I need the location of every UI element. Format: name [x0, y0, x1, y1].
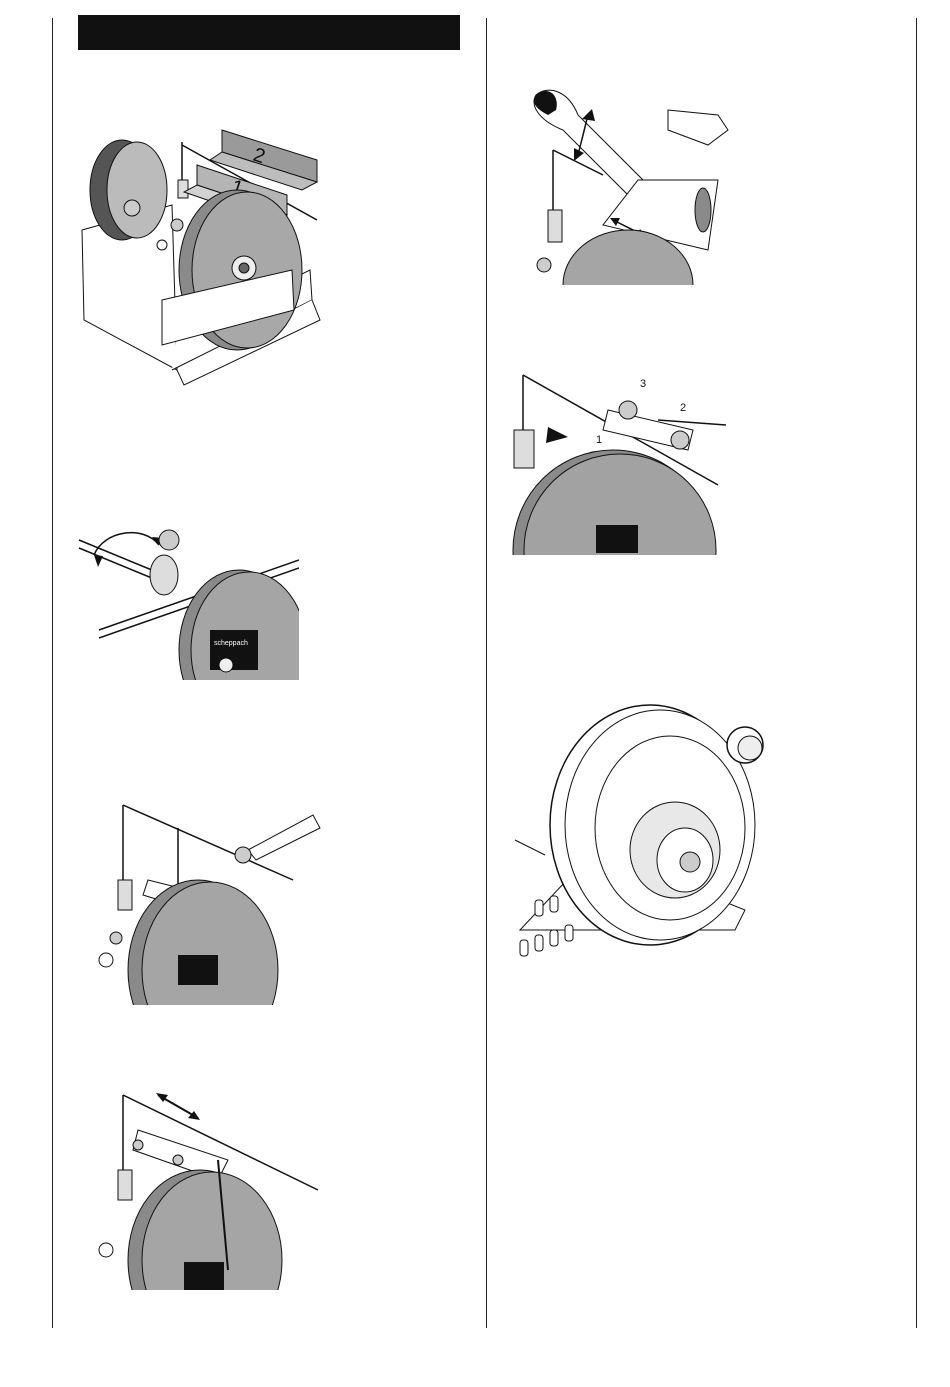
callout-2: 2 [680, 402, 686, 414]
section-header-bar [78, 15, 460, 50]
callout-3: 3 [640, 378, 646, 390]
wheel-brand-label: scheppach [214, 640, 248, 647]
column-rule-middle [486, 18, 487, 1328]
figure-axe-sharpening [508, 85, 753, 285]
figure-grinder-overview: 2 1 [62, 120, 362, 395]
column-rule-left [52, 18, 53, 1328]
figure-knife-sharpening [78, 800, 328, 1005]
figure-scissors-jig [78, 1090, 328, 1290]
column-rule-right [916, 18, 917, 1328]
figure-rotate-arm: scheppach [74, 520, 299, 680]
figure-honing-wheel [505, 700, 770, 990]
callout-1: 1 [596, 434, 602, 446]
figure-dressing-jig: 3 2 1 [508, 365, 743, 555]
